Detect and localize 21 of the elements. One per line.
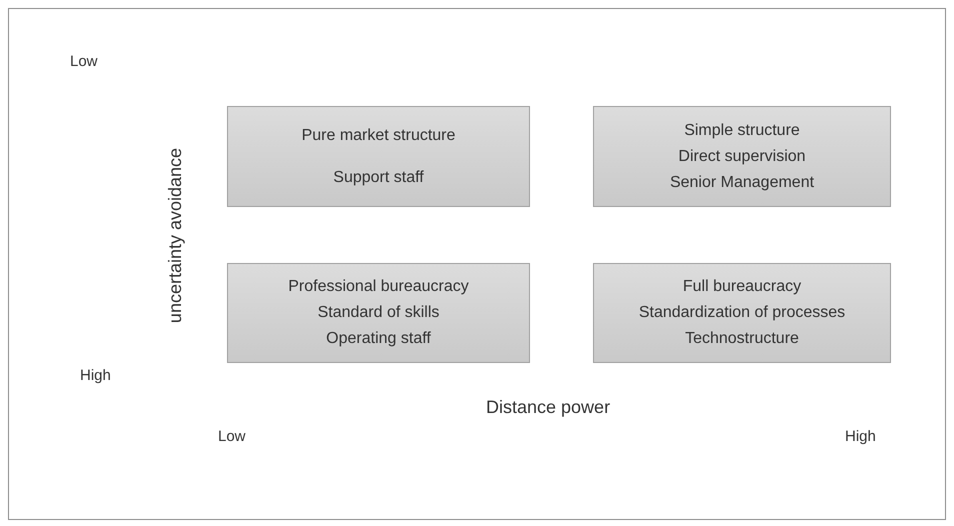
quadrant-box	[227, 106, 530, 207]
quadrant-text: Pure market structure	[302, 126, 456, 144]
axis-title: Distance power	[486, 397, 610, 418]
quadrant-text: Operating staff	[326, 330, 431, 348]
quadrant-box	[593, 106, 891, 207]
axis-level-label: High	[845, 428, 876, 445]
quadrant-text: Simple structure	[684, 122, 800, 140]
quadrant-text: Standardization of processes	[638, 304, 846, 322]
quadrant-text: Technostructure	[685, 330, 799, 348]
quadrant-box	[593, 263, 891, 363]
axis-level-label: Low	[218, 428, 246, 445]
quadrant-box	[227, 263, 530, 363]
axis-level-label: Low	[70, 53, 98, 70]
quadrant-text: Standard of skills	[318, 304, 440, 322]
axis-title: uncertainty avoidance	[164, 147, 186, 323]
quadrant-text: Support staff	[333, 168, 424, 186]
quadrant-text: Professional bureaucracy	[288, 278, 469, 296]
quadrant-text: Senior Management	[670, 174, 814, 192]
axis-level-label: High	[80, 367, 111, 384]
quadrant-text: Full bureaucracy	[682, 278, 802, 296]
quadrant-text: Direct supervision	[678, 148, 806, 166]
